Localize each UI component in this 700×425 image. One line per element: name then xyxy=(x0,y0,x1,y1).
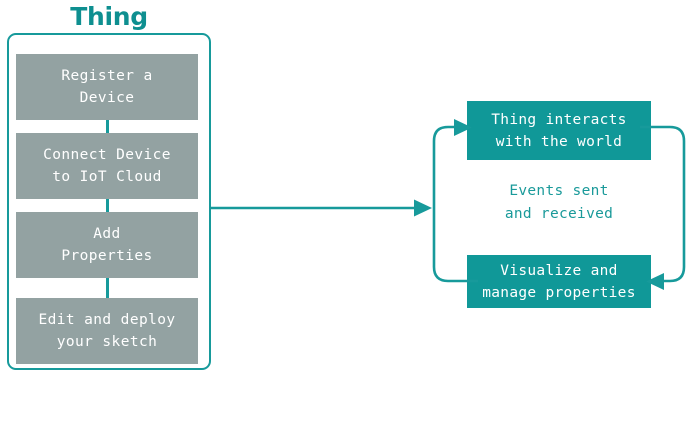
cycle-center-label: Events sent and received xyxy=(504,183,614,222)
arrow-right-icon xyxy=(211,199,432,217)
step-box-register-a-device: Register a Device xyxy=(16,54,198,120)
step-box-edit-and-deploy-your-sketch: Edit and deploy your sketch xyxy=(16,298,198,364)
cycle-box-visualize-and-manage-properties: Visualize and manage properties xyxy=(467,255,651,308)
cycle-box-thing-interacts: Thing interacts with the world xyxy=(467,101,651,160)
step-box-label: Connect Device to IoT Cloud xyxy=(43,147,171,185)
thing-title: Thing xyxy=(70,2,148,31)
step-box-label: Add Properties xyxy=(61,226,153,264)
cycle-box-label: Thing interacts with the world xyxy=(491,111,627,150)
step-box-connect-device-to-iot-cloud: Connect Device to IoT Cloud xyxy=(16,133,198,199)
step-connector xyxy=(106,199,109,212)
step-box-label: Register a Device xyxy=(61,68,153,106)
step-box-label: Edit and deploy your sketch xyxy=(38,312,176,350)
cycle-box-label: Visualize and manage properties xyxy=(482,262,636,301)
step-box-add-properties: Add Properties xyxy=(16,212,198,278)
step-connector xyxy=(106,278,109,298)
step-connector xyxy=(106,120,109,133)
